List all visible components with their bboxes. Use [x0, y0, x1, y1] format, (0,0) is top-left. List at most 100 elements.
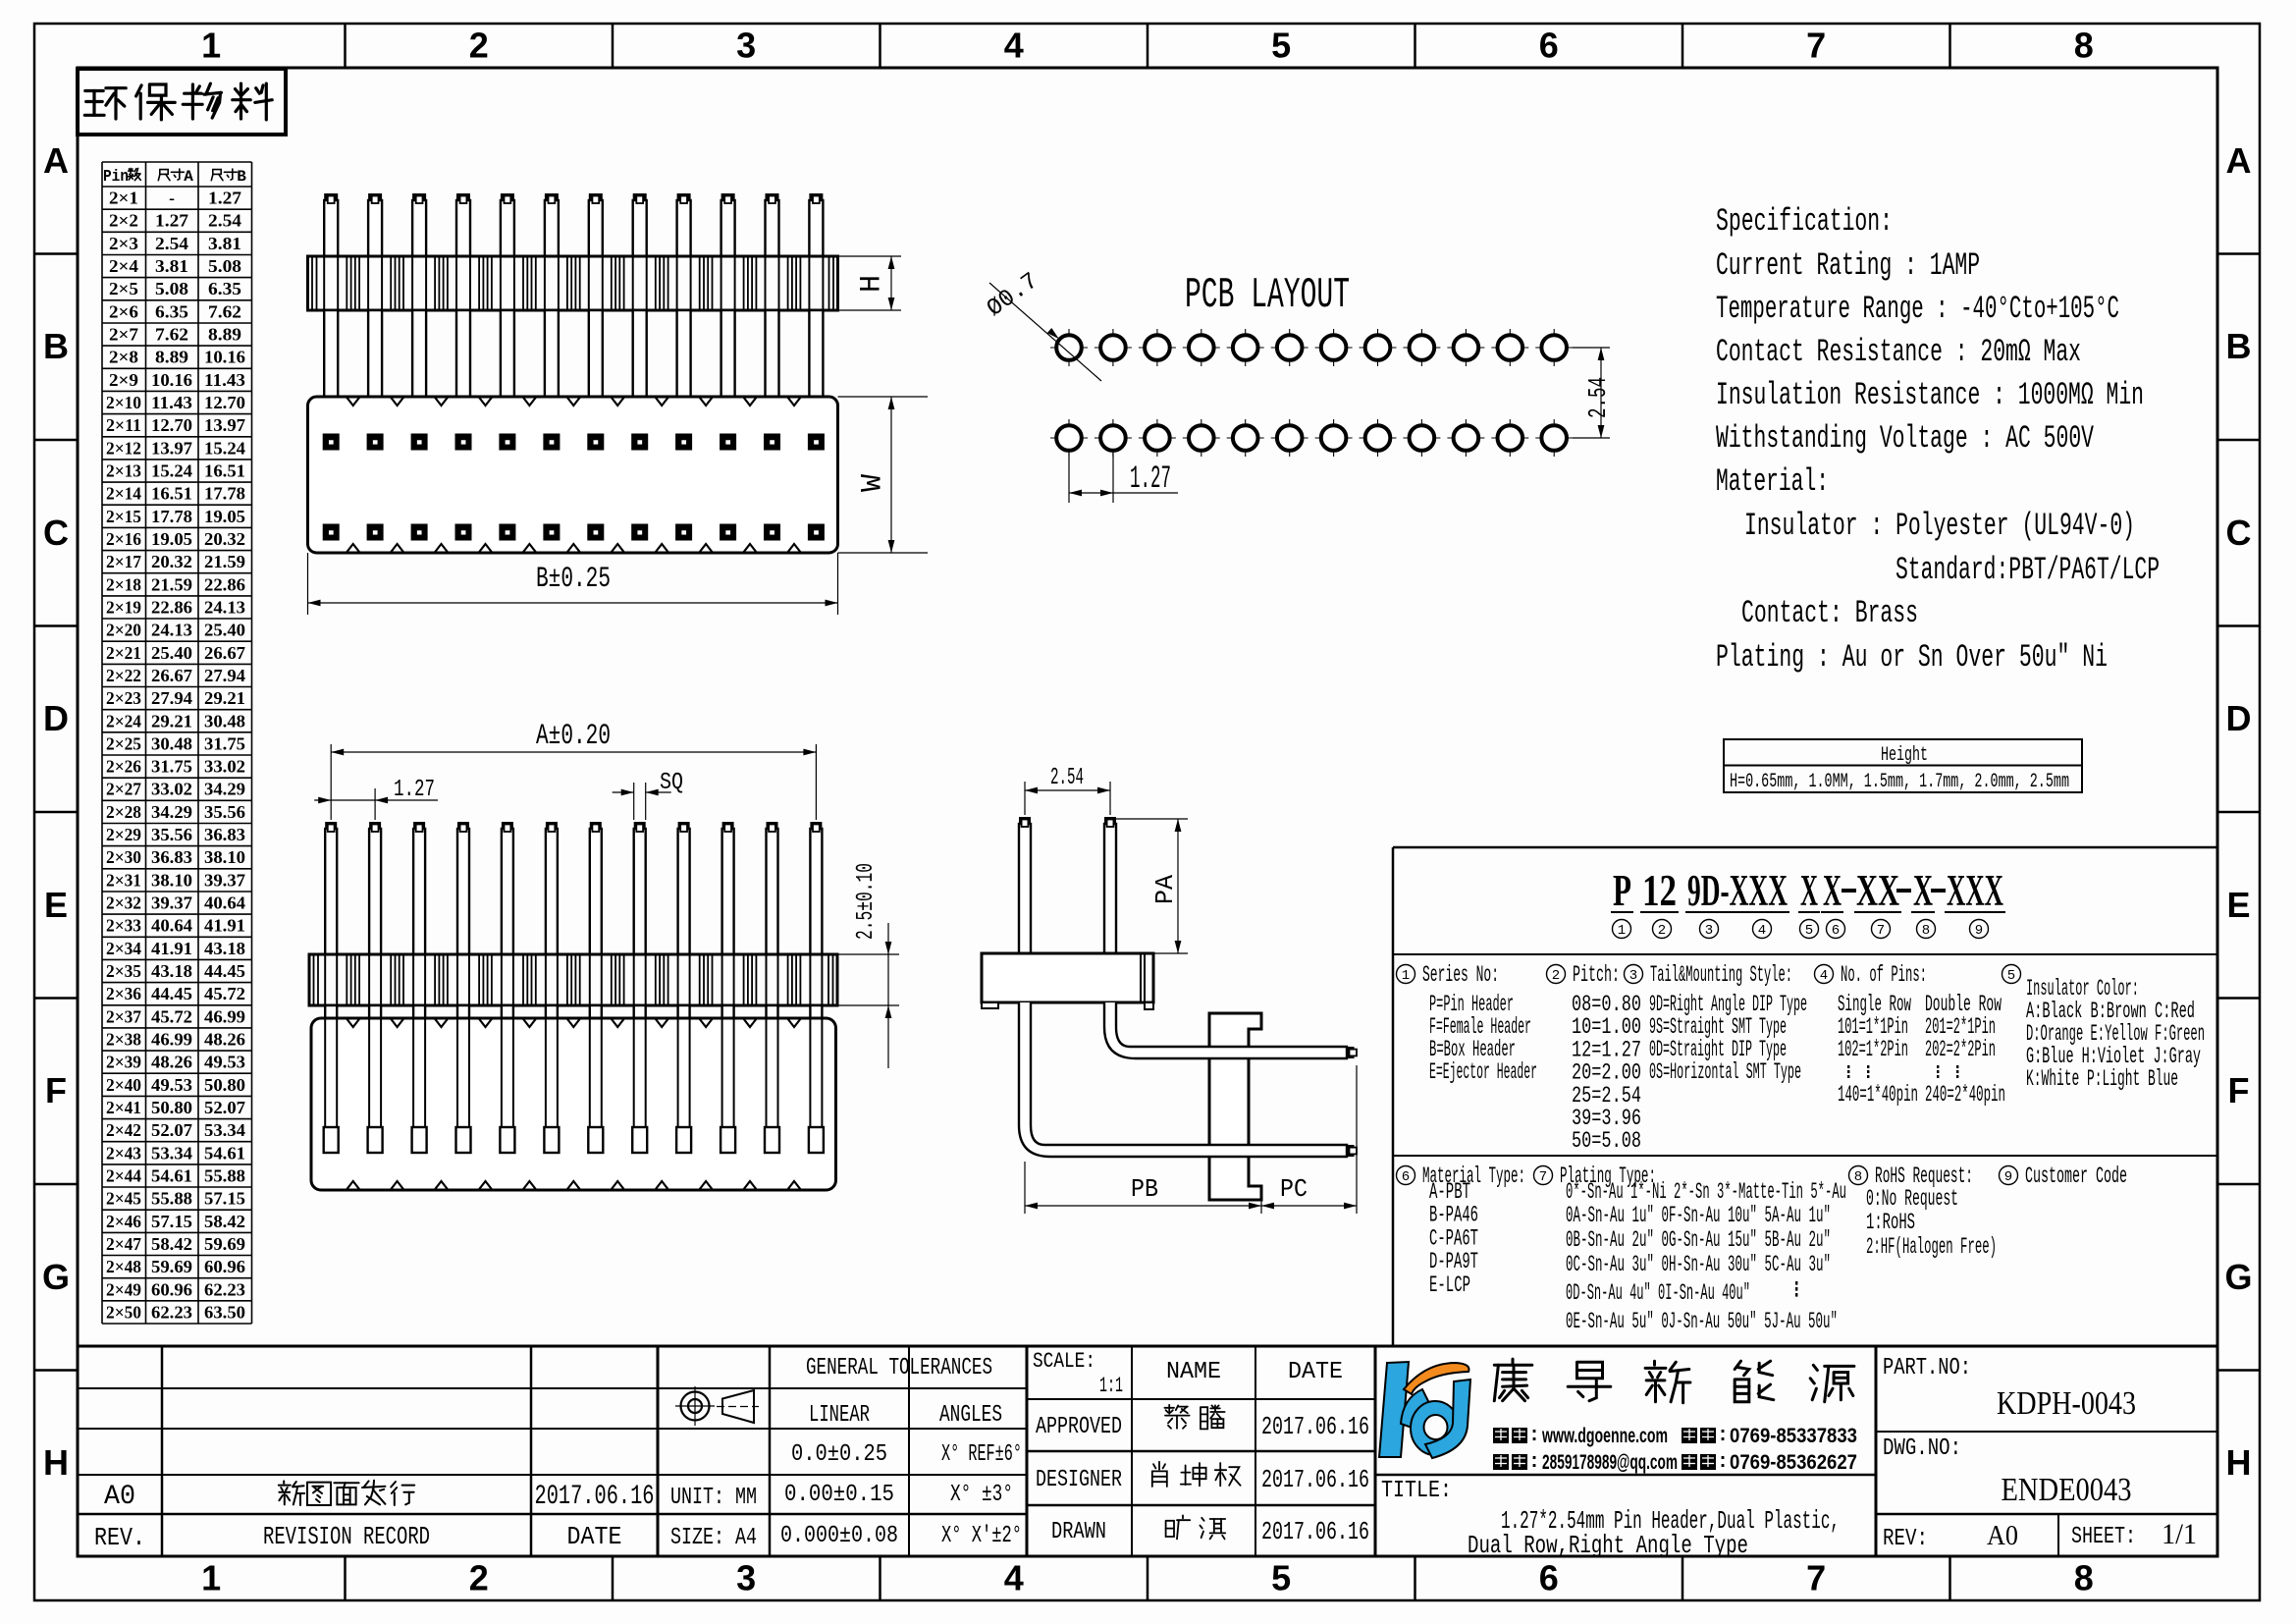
- svg-text:Standard:PBT/PA6T/LCP: Standard:PBT/PA6T/LCP: [1896, 552, 2160, 588]
- svg-text:X° ±3°: X° ±3°: [950, 1482, 1013, 1508]
- svg-text:62.23: 62.23: [204, 1279, 245, 1299]
- svg-text::: :: [1528, 1425, 1540, 1447]
- svg-text:6.35: 6.35: [208, 279, 241, 298]
- svg-text:A: A: [2226, 140, 2252, 181]
- svg-text:12: 12: [1642, 866, 1677, 915]
- svg-text:8.89: 8.89: [208, 325, 241, 345]
- svg-text:0D=Straight DIP Type: 0D=Straight DIP Type: [1649, 1037, 1787, 1062]
- svg-text:2017.06.16: 2017.06.16: [1261, 1517, 1369, 1546]
- svg-text:2×43: 2×43: [106, 1143, 141, 1163]
- svg-text:25=2.54: 25=2.54: [1572, 1083, 1641, 1109]
- svg-text:59.69: 59.69: [151, 1257, 192, 1276]
- svg-text:140=1*40pin: 140=1*40pin: [1838, 1082, 1918, 1108]
- svg-text:SIZE: A4: SIZE: A4: [670, 1525, 757, 1551]
- svg-text:27.94: 27.94: [151, 688, 192, 708]
- svg-text:40.64: 40.64: [204, 893, 245, 913]
- svg-text:2×36: 2×36: [106, 984, 141, 1003]
- svg-text:D: D: [2226, 698, 2252, 738]
- svg-text:16.51: 16.51: [204, 461, 245, 481]
- svg-text:Tail&Mounting Style:: Tail&Mounting Style:: [1650, 962, 1792, 988]
- svg-text:20.32: 20.32: [151, 552, 192, 571]
- svg-text:2859178989@qq.com: 2859178989@qq.com: [1542, 1451, 1678, 1474]
- svg-text::: :: [1528, 1451, 1540, 1474]
- svg-text:9D=Right Angle DIP Type: 9D=Right Angle DIP Type: [1649, 992, 1807, 1017]
- svg-text:Withstanding Voltage : AC 500V: Withstanding Voltage : AC 500V: [1716, 420, 2095, 457]
- svg-text:2×7: 2×7: [109, 325, 138, 345]
- svg-text:9: 9: [2004, 1169, 2012, 1185]
- svg-text:6: 6: [1539, 1558, 1559, 1598]
- svg-text:2×20: 2×20: [106, 621, 141, 640]
- svg-text:XX: XX: [1856, 866, 1899, 915]
- svg-text:50.80: 50.80: [151, 1098, 192, 1117]
- svg-text:K:White P:Light Blue: K:White P:Light Blue: [2026, 1066, 2178, 1092]
- svg-text:45.72: 45.72: [204, 984, 245, 1003]
- svg-text:48.26: 48.26: [204, 1030, 245, 1050]
- svg-text:201=2*1Pin: 201=2*1Pin: [1925, 1014, 1996, 1040]
- svg-text:2×25: 2×25: [106, 733, 141, 753]
- svg-text:53.34: 53.34: [151, 1143, 192, 1163]
- svg-text:0769-85362627: 0769-85362627: [1730, 1451, 1857, 1474]
- svg-text:6: 6: [1539, 26, 1559, 66]
- svg-text:29.21: 29.21: [204, 688, 245, 708]
- svg-text:3: 3: [736, 26, 756, 66]
- svg-text:LINEAR: LINEAR: [809, 1402, 870, 1429]
- svg-text:X: X: [1800, 866, 1818, 915]
- svg-text:SQ: SQ: [660, 770, 683, 796]
- svg-text:1.27: 1.27: [1130, 460, 1171, 497]
- svg-text:A0: A0: [104, 1482, 135, 1512]
- svg-text:NAME: NAME: [1166, 1359, 1221, 1385]
- svg-text:2:HF(Halogen Free): 2:HF(Halogen Free): [1866, 1234, 1997, 1260]
- svg-text:1: 1: [1618, 923, 1626, 939]
- svg-text:1.27: 1.27: [208, 189, 241, 208]
- svg-text:H: H: [43, 1442, 69, 1483]
- svg-text:DATE: DATE: [1288, 1359, 1343, 1385]
- svg-text:2: 2: [1658, 923, 1666, 939]
- svg-text:Current Rating : 1AMP: Current Rating : 1AMP: [1716, 247, 1980, 284]
- svg-text:E-LCP: E-LCP: [1429, 1272, 1470, 1298]
- svg-text:2×34: 2×34: [106, 939, 141, 958]
- svg-text:2×5: 2×5: [109, 279, 138, 298]
- svg-text:DESIGNER: DESIGNER: [1036, 1467, 1122, 1493]
- svg-text:F: F: [2228, 1070, 2250, 1110]
- svg-text:17.78: 17.78: [151, 507, 192, 526]
- svg-text:2×14: 2×14: [106, 484, 141, 504]
- svg-text:2×32: 2×32: [106, 893, 141, 913]
- svg-text:8: 8: [1922, 923, 1930, 939]
- svg-text:25.40: 25.40: [204, 621, 245, 640]
- svg-text:101=1*1Pin: 101=1*1Pin: [1838, 1014, 1908, 1040]
- svg-text:2×48: 2×48: [106, 1257, 141, 1276]
- svg-text:G: G: [2224, 1257, 2252, 1297]
- svg-text:24.13: 24.13: [151, 621, 192, 640]
- svg-text:2×33: 2×33: [106, 916, 141, 936]
- svg-text:2×19: 2×19: [106, 598, 141, 618]
- svg-text:A±0.20: A±0.20: [536, 720, 611, 753]
- svg-text:60.96: 60.96: [151, 1279, 192, 1299]
- svg-text:13.97: 13.97: [204, 415, 245, 435]
- svg-text:2.54: 2.54: [155, 234, 188, 253]
- svg-text:4: 4: [1004, 1558, 1024, 1598]
- svg-text:XXX: XXX: [1947, 866, 2003, 915]
- svg-text:63.50: 63.50: [204, 1302, 245, 1322]
- svg-text:6.35: 6.35: [155, 301, 188, 321]
- svg-text:17.78: 17.78: [204, 484, 245, 504]
- svg-text:2×29: 2×29: [106, 825, 141, 844]
- svg-text:9S=Straight SMT Type: 9S=Straight SMT Type: [1649, 1014, 1787, 1040]
- svg-text:22.86: 22.86: [151, 598, 192, 618]
- svg-text:41.91: 41.91: [204, 916, 245, 936]
- svg-text:2×28: 2×28: [106, 802, 141, 822]
- svg-text:240=2*40pin: 240=2*40pin: [1925, 1082, 2005, 1108]
- svg-text:2×17: 2×17: [106, 552, 141, 571]
- svg-text:G:Blue H:Violet J:Gray: G:Blue H:Violet J:Gray: [2026, 1044, 2201, 1069]
- svg-text:0A-Sn-Au 1u" 0F-Sn-Au 10u" 5A: 0A-Sn-Au 1u" 0F-Sn-Au 10u" 5A-Au 1u": [1566, 1203, 1831, 1228]
- svg-text:11.43: 11.43: [151, 393, 192, 412]
- svg-text:8.89: 8.89: [155, 348, 188, 367]
- svg-text:PCB LAYOUT: PCB LAYOUT: [1185, 271, 1350, 320]
- svg-text:2×4: 2×4: [109, 256, 138, 276]
- svg-text:TITLE:: TITLE:: [1381, 1478, 1452, 1504]
- svg-text:10.16: 10.16: [151, 370, 192, 390]
- svg-text:Contact Resistance : 20mΩ Max: Contact Resistance : 20mΩ Max: [1716, 334, 2081, 370]
- svg-text:Double Row: Double Row: [1925, 992, 2002, 1017]
- svg-text:2.54: 2.54: [1050, 765, 1084, 791]
- svg-text:39=3.96: 39=3.96: [1572, 1106, 1641, 1131]
- svg-text:3: 3: [1705, 923, 1713, 939]
